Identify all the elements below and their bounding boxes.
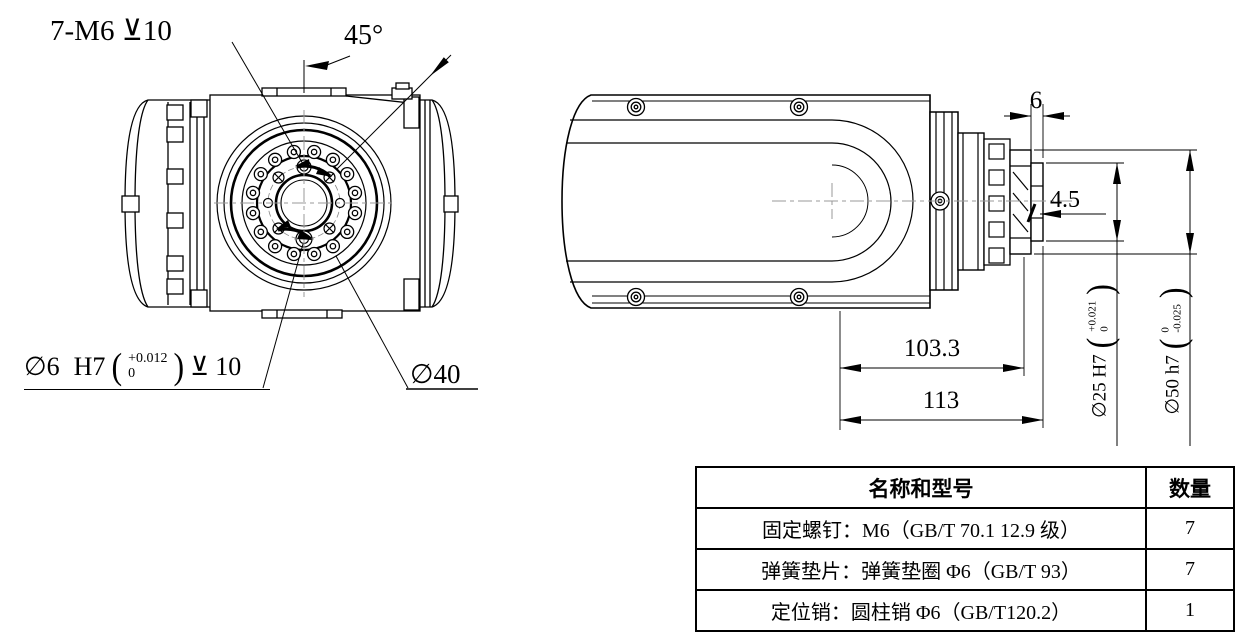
dim-4-5-label: 4.5 bbox=[1050, 187, 1080, 213]
dim-103-3 bbox=[839, 257, 1025, 430]
dowel-callout: ∅6 H7 ( +0.012 0 ) ⊻ 10 bbox=[24, 344, 270, 390]
flange-callout: ∅50 h7 ( 0 -0.025 ) bbox=[1151, 287, 1193, 415]
header-name: 名称和型号 bbox=[695, 466, 1147, 509]
dim-6-label: 6 bbox=[1030, 87, 1043, 114]
bore-callout: ∅25 H7 ( +0.021 0 ) bbox=[1078, 284, 1120, 418]
dim-113 bbox=[840, 246, 1044, 428]
dowel-callout-leader bbox=[262, 243, 304, 389]
side-flange-stack bbox=[929, 111, 1044, 291]
front-centerlines bbox=[214, 110, 394, 297]
part-qty: 7 bbox=[1145, 548, 1235, 591]
depth-symbol: ⊻ bbox=[190, 351, 210, 381]
part-qty: 7 bbox=[1145, 507, 1235, 550]
dim-dia50 bbox=[1034, 149, 1197, 446]
dia40-label: ∅40 bbox=[410, 359, 461, 389]
dim-6 bbox=[1004, 104, 1070, 158]
table-row: 弹簧垫片：弹簧垫圈 Φ6（GB/T 93） 7 bbox=[695, 548, 1235, 591]
front-left-housing bbox=[121, 99, 210, 308]
parts-table: 名称和型号 数量 固定螺钉：M6（GB/T 70.1 12.9 级） 7 弹簧垫… bbox=[695, 466, 1235, 632]
dowel-tolerance: +0.012 0 bbox=[128, 350, 168, 381]
angle-label: 45° bbox=[344, 20, 383, 51]
part-qty: 1 bbox=[1145, 589, 1235, 632]
dim-113-label: 113 bbox=[923, 387, 960, 414]
front-right-housing bbox=[420, 99, 459, 308]
part-name: 定位销：圆柱销 Φ6（GB/T120.2） bbox=[695, 589, 1147, 632]
parts-table-header-row: 名称和型号 数量 bbox=[695, 466, 1235, 509]
dowel-depth: 10 bbox=[215, 351, 242, 381]
side-cover-screws bbox=[626, 97, 809, 307]
table-row: 定位销：圆柱销 Φ6（GB/T120.2） 1 bbox=[695, 589, 1235, 632]
thread-callout-leader bbox=[231, 41, 304, 165]
side-view bbox=[561, 94, 1197, 446]
angle-dimension bbox=[276, 54, 452, 241]
dim-103-3-label: 103.3 bbox=[904, 335, 960, 362]
part-name: 固定螺钉：M6（GB/T 70.1 12.9 级） bbox=[695, 507, 1147, 550]
front-view bbox=[121, 41, 478, 390]
dowel-fit: H7 bbox=[73, 351, 106, 381]
front-outer-screws bbox=[245, 144, 363, 262]
dia40-leader bbox=[335, 255, 409, 389]
bore-tolerance: +0.021 0 bbox=[1086, 300, 1111, 332]
thread-callout-label: 7-M6 ⊻10 bbox=[50, 15, 172, 47]
table-row: 固定螺钉：M6（GB/T 70.1 12.9 级） 7 bbox=[695, 507, 1235, 550]
header-qty: 数量 bbox=[1145, 466, 1235, 509]
flange-tolerance: 0 -0.025 bbox=[1159, 304, 1184, 333]
side-body-outline bbox=[561, 94, 931, 309]
side-centerlines bbox=[772, 183, 1072, 219]
dowel-dia: ∅6 bbox=[24, 351, 60, 381]
dim-dia25 bbox=[1046, 162, 1124, 446]
part-name: 弹簧垫片：弹簧垫圈 Φ6（GB/T 93） bbox=[695, 548, 1147, 591]
dim-4-5 bbox=[1026, 203, 1106, 223]
